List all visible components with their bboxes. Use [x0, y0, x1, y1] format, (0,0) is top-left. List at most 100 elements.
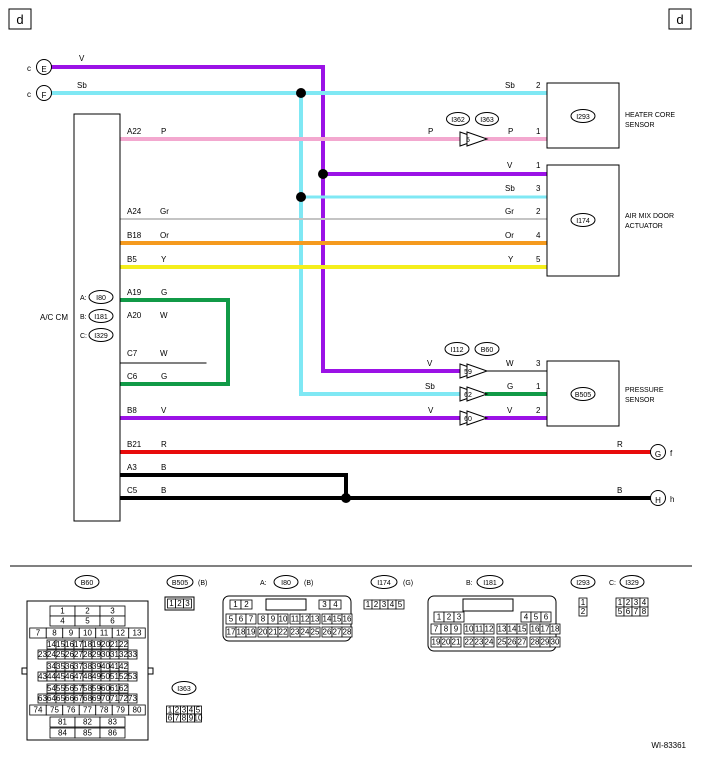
wire-color-code: Sb: [505, 81, 515, 90]
i174-pin-number: 3: [382, 600, 387, 609]
pin-number: 2: [536, 406, 541, 415]
acm-connector-id: I80: [96, 295, 106, 302]
b60-pin-cell: [128, 704, 146, 716]
i80-pin-cell: [245, 613, 257, 625]
b60-pin-number: 37: [74, 662, 83, 671]
i174-pin-number: 5: [398, 600, 403, 609]
b60-pin-number: 20: [101, 640, 110, 649]
i181-pin-number: 18: [551, 624, 560, 633]
b60-pin-cell: [128, 627, 146, 639]
i181-pin-number: 9: [454, 624, 459, 633]
i181-pin-number: 15: [518, 624, 527, 633]
i80-pin-cell: [277, 626, 289, 638]
wire-color-code: V: [79, 54, 85, 63]
b60-pin-number: 55: [56, 684, 65, 693]
i181-pin-cell: [483, 636, 495, 648]
b505-pin-number: 2: [177, 599, 182, 608]
i181-pin-number: 5: [534, 612, 539, 621]
i181-pin-number: 3: [457, 612, 462, 621]
i181-pin-number: 2: [447, 612, 452, 621]
i181-pin-number: 17: [541, 624, 550, 633]
b60-pin-number: 39: [92, 662, 101, 671]
wire-color-code: Y: [161, 255, 167, 264]
joint-id: B60: [481, 347, 494, 354]
b60-pin-number: 67: [74, 694, 83, 703]
pin-label: B21: [127, 440, 142, 449]
i181-pin-cell: [549, 623, 561, 635]
wire-a19-c6-loop: [118, 298, 230, 386]
b60-pin-number: 23: [38, 650, 47, 659]
joint-pin: 5: [466, 137, 470, 144]
b60-pin-number: 5: [85, 616, 90, 625]
i80-pin-number: 15: [333, 614, 342, 623]
b60-pin-number: 36: [65, 662, 74, 671]
wire-color-code: R: [617, 440, 623, 449]
b60-pin-number: 73: [128, 694, 137, 703]
i363-pin-number: 10: [194, 713, 203, 722]
pin-label: A22: [127, 127, 142, 136]
i80-pin-number: 12: [301, 614, 310, 623]
b60-pin-cell: [127, 649, 138, 660]
i181-pin-number: 24: [485, 637, 494, 646]
pin-number: 2: [536, 81, 541, 90]
corner-tag-right-box: [668, 8, 692, 30]
acm-connector-id: I181: [94, 314, 108, 321]
i80-pin-cell: [309, 613, 321, 625]
acm-module: A/C CM A: I80 B: I181 C: I329: [40, 113, 121, 522]
wire-color-code: Sb: [425, 382, 435, 391]
wire-color-code: G: [161, 288, 167, 297]
i181-pin-number: 13: [498, 624, 507, 633]
i329-pin-number: 4: [642, 598, 647, 607]
i80-pin-number: 16: [343, 614, 352, 623]
i181-pin-number: 27: [518, 637, 527, 646]
pin-number: 1: [536, 161, 541, 170]
i181-pin-number: 10: [465, 624, 474, 633]
heater-core-sensor-id: I293: [576, 114, 590, 121]
b505-pin-number: 1: [169, 599, 174, 608]
b60-pin-number: 15: [56, 640, 65, 649]
i80-pin-number: 26: [323, 627, 332, 636]
b60-pin-number: 84: [58, 728, 67, 737]
pin-number: 3: [536, 359, 541, 368]
wire-color-code: Sb: [505, 184, 515, 193]
b60-pin-number: 65: [56, 694, 65, 703]
wire-color-code: Sb: [77, 81, 87, 90]
b60-pin-number: 68: [83, 694, 92, 703]
i181-pin-number: 19: [432, 637, 441, 646]
terminal-h-suffix: h: [670, 495, 674, 504]
i80-pin-number: 28: [343, 627, 352, 636]
terminal-h: H h: [650, 490, 674, 506]
wire-color-code: V: [507, 161, 513, 170]
i80-pin-cell: [341, 626, 353, 638]
i363-pin-number: 6: [168, 713, 173, 722]
figure-id: WI-83361: [651, 741, 686, 750]
i80-pin-number: 8: [261, 614, 266, 623]
i293-pin-number: 1: [581, 598, 586, 607]
terminal-g-letter: G: [655, 450, 661, 459]
b60-pin-number: 50: [101, 672, 110, 681]
terminal-f-prefix: c: [27, 90, 31, 99]
acm-connector-prefix: C:: [80, 333, 87, 340]
joint-pin: 59: [464, 369, 472, 376]
b60-pin-number: 11: [100, 628, 109, 637]
b60-pin-number: 58: [83, 684, 92, 693]
b60-pin-number: 60: [101, 684, 110, 693]
i181-pin-number: 16: [531, 624, 540, 633]
b60-pin-number: 56: [65, 684, 74, 693]
i80-pin-number: 17: [227, 627, 236, 636]
wire-color-code: W: [160, 311, 168, 320]
b60-pin-number: 2: [85, 606, 90, 615]
i363-pin-number: 7: [175, 713, 180, 722]
wire-labels: V Sb Sb 2 A22 P P P 1 V 1 Sb 3 A24 Gr Gr…: [77, 54, 623, 495]
pin-label: A19: [127, 288, 142, 297]
splice-dot: [296, 88, 306, 98]
b60-pin-number: 41: [110, 662, 119, 671]
pin-label: C5: [127, 486, 138, 495]
b60-pin-number: 17: [74, 640, 83, 649]
i80-pin-number: 20: [259, 627, 268, 636]
air-mix-door-actuator-name: ACTUATOR: [625, 223, 663, 230]
